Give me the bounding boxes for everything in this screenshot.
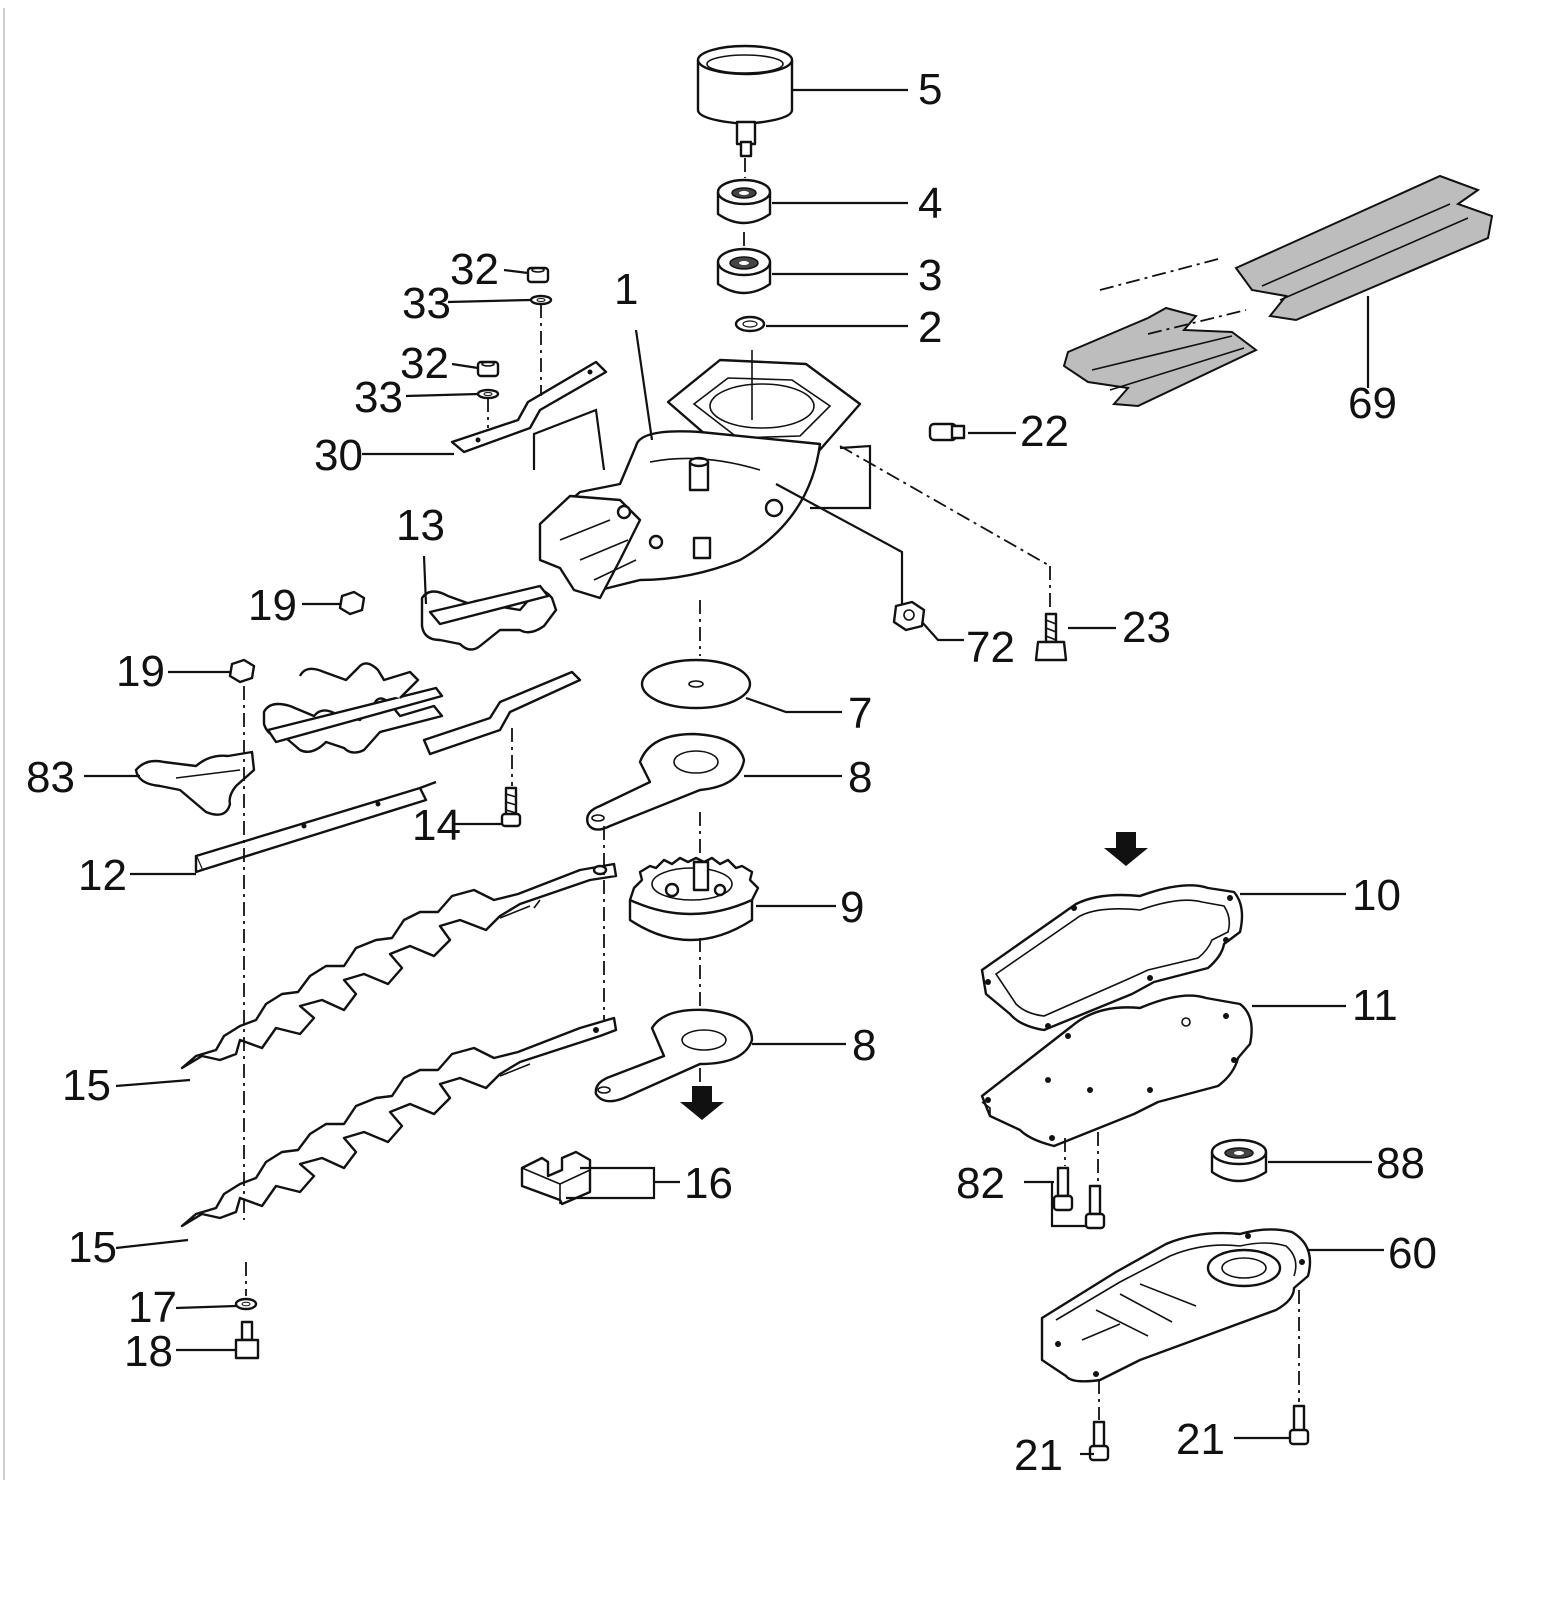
part-2-snap-ring (734, 315, 766, 333)
part-8-upper-crank-plate (586, 732, 746, 831)
part-18-bolt (234, 1320, 260, 1360)
part-82-screw-left (1052, 1166, 1074, 1212)
label-part-5: 5 (918, 65, 942, 114)
part-8-lower-crank-plate (594, 1008, 754, 1103)
label-part-13: 13 (396, 501, 445, 550)
label-part-7: 7 (848, 689, 872, 738)
label-part-3: 3 (918, 251, 942, 300)
part-72-nut (892, 600, 926, 632)
part-83-blade-end-guard (134, 750, 256, 816)
label-part-60: 60 (1388, 1229, 1437, 1278)
part-21-screw-right (1288, 1404, 1310, 1446)
label-part-2: 2 (918, 303, 942, 352)
label-part-82: 82 (956, 1159, 1005, 1208)
label-part-10: 10 (1352, 871, 1401, 920)
label-part-21-right: 21 (1176, 1415, 1225, 1464)
part-10-gasket (980, 884, 1244, 1032)
part-88-bearing (1210, 1138, 1268, 1183)
label-part-32-upper: 32 (450, 245, 499, 294)
label-part-21-left: 21 (1014, 1431, 1063, 1480)
part-16-blade-guide-block (520, 1150, 592, 1206)
arrow-down-icon-right (1104, 832, 1148, 866)
part-9-gear (628, 856, 760, 942)
part-1-gear-case (538, 350, 862, 600)
part-22-grease-nipple (928, 422, 966, 442)
label-part-22: 22 (1020, 407, 1069, 456)
part-13-blade-guide (262, 584, 558, 754)
part-33-washer-upper (529, 294, 553, 306)
label-part-15-upper: 15 (62, 1061, 111, 1110)
label-part-14: 14 (412, 801, 461, 850)
part-4-bearing (716, 178, 772, 225)
part-19-nut-upper (338, 590, 366, 616)
label-part-32-lower: 32 (400, 339, 449, 388)
part-7-washer-plate (640, 658, 752, 710)
label-part-88: 88 (1376, 1139, 1425, 1188)
label-part-11: 11 (1352, 981, 1398, 1030)
label-part-33-upper: 33 (402, 279, 451, 328)
part-14-bolt (500, 786, 522, 828)
part-30-connecting-rod (450, 360, 608, 454)
label-part-8-lower: 8 (852, 1021, 876, 1070)
label-part-83: 83 (26, 753, 75, 802)
label-part-30: 30 (314, 431, 363, 480)
label-part-19-upper: 19 (248, 581, 297, 630)
label-part-23: 23 (1122, 603, 1171, 652)
part-12-guide-bar (194, 780, 437, 874)
part-33-washer-lower (476, 388, 500, 400)
part-12-guide-bar-right (422, 670, 582, 756)
part-15-blade-lower (180, 1016, 618, 1228)
label-part-16: 16 (684, 1159, 733, 1208)
label-part-15-lower: 15 (68, 1223, 117, 1272)
label-part-4: 4 (918, 179, 942, 228)
part-3-bearing (716, 247, 772, 295)
label-part-9: 9 (840, 883, 864, 932)
part-82-screw-right (1084, 1184, 1106, 1230)
label-part-69: 69 (1348, 379, 1397, 428)
label-part-18: 18 (124, 1327, 173, 1376)
part-32-nut-lower (476, 360, 500, 378)
part-5-drive-cup (696, 44, 794, 158)
label-part-19-lower: 19 (116, 647, 165, 696)
label-part-8-upper: 8 (848, 753, 872, 802)
part-69-blade-covers (1062, 174, 1494, 408)
part-11-cover-plate (980, 994, 1253, 1148)
part-32-nut-upper (526, 266, 550, 284)
part-17-washer (234, 1297, 258, 1311)
label-part-12: 12 (78, 851, 127, 900)
label-part-72: 72 (966, 623, 1015, 672)
part-15-blade-upper (180, 862, 618, 1070)
bracket-lines (532, 408, 904, 604)
part-number-labels: 5 4 3 2 1 22 23 72 7 8 9 8 16 69 10 11 8… (26, 65, 1437, 1480)
arrow-down-icon-center (680, 1086, 724, 1120)
label-part-33-lower: 33 (354, 373, 403, 422)
label-part-17: 17 (128, 1283, 177, 1332)
label-part-1: 1 (614, 265, 638, 314)
part-23-screw (1034, 612, 1068, 662)
part-19-nut-lower (228, 658, 256, 684)
leader-lines (84, 88, 1384, 1456)
part-60-gear-cover (1040, 1228, 1312, 1383)
alignment-lines (243, 158, 1300, 1420)
